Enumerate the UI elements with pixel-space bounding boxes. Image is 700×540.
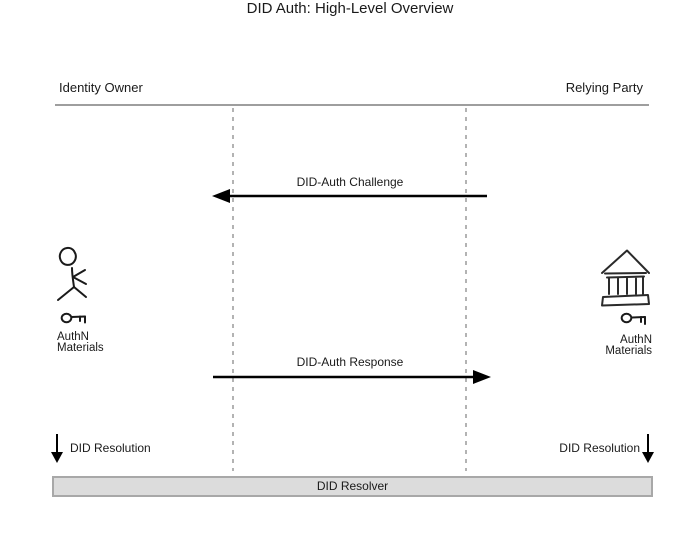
down-arrow-right-icon bbox=[642, 434, 654, 463]
person-stick-figure-icon bbox=[57, 246, 87, 301]
response-message-label: DID-Auth Response bbox=[296, 355, 404, 369]
did-resolution-label-left: DID Resolution bbox=[70, 441, 151, 455]
challenge-message-label: DID-Auth Challenge bbox=[296, 175, 404, 189]
did-resolver-label: DID Resolver bbox=[316, 479, 389, 493]
caption-line: AuthN bbox=[620, 334, 652, 346]
authn-materials-caption-right: AuthN Materials bbox=[605, 335, 652, 356]
diagram-title: DID Auth: High-Level Overview bbox=[246, 0, 454, 17]
response-arrow bbox=[213, 370, 491, 384]
did-resolver-box: DID Resolver bbox=[52, 476, 653, 497]
caption-line: Materials bbox=[57, 341, 104, 354]
key-icon bbox=[60, 312, 86, 324]
authn-materials-caption-left: AuthN Materials bbox=[57, 332, 104, 353]
arrowhead-right-icon bbox=[473, 370, 491, 384]
challenge-arrow bbox=[212, 189, 487, 203]
caption-line: AuthN bbox=[57, 331, 89, 343]
did-resolution-label-right: DID Resolution bbox=[559, 441, 640, 455]
bank-building-icon bbox=[601, 249, 650, 307]
arrowhead-left-icon bbox=[212, 189, 230, 203]
caption-line: Materials bbox=[605, 344, 652, 357]
down-arrow-left-icon bbox=[51, 434, 63, 463]
key-icon bbox=[620, 312, 646, 325]
participant-identity-owner: Identity Owner bbox=[59, 80, 143, 95]
participant-relying-party: Relying Party bbox=[565, 80, 643, 95]
